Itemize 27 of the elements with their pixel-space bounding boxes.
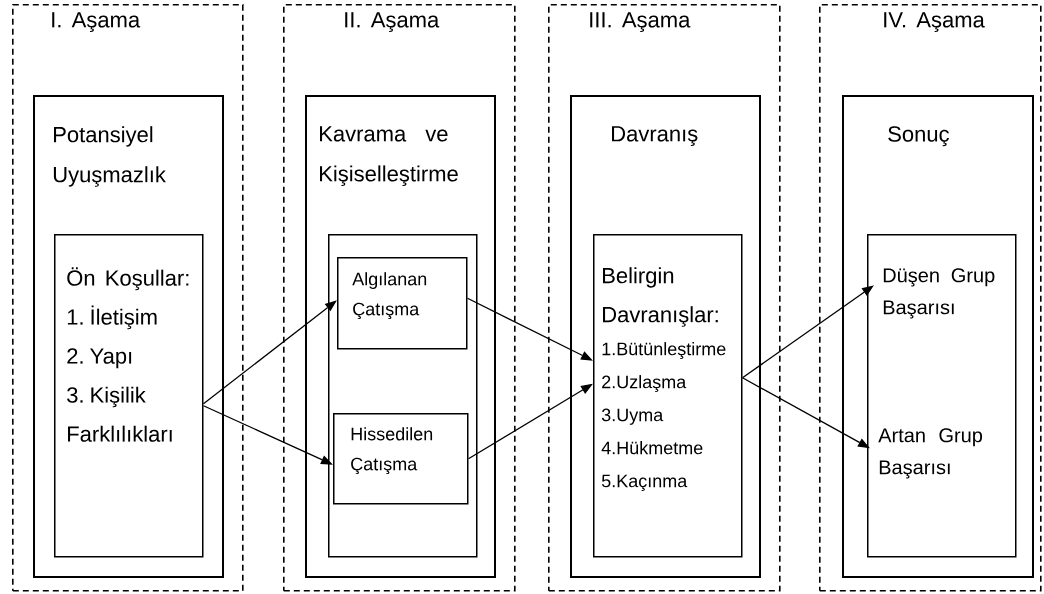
inner-box bbox=[328, 234, 478, 558]
conflict-label: Hissedilen Çatışma bbox=[351, 427, 433, 475]
list-text: 5.Kaçınma bbox=[601, 474, 688, 491]
outcome-label: Artan Grup Başarısı bbox=[878, 428, 983, 479]
list-heading: Belirgin Davranışlar: bbox=[603, 267, 718, 327]
box-heading: Davranış bbox=[612, 126, 698, 146]
inner-box bbox=[867, 234, 1017, 558]
stage-title: II. Aşama bbox=[345, 12, 440, 32]
arrow bbox=[741, 377, 870, 449]
arrow bbox=[741, 285, 874, 379]
list-heading: Ön Koşullar: bbox=[67, 267, 189, 291]
outcome-label: Düşen Grup Başarısı bbox=[883, 268, 995, 319]
conflict-label: Algılanan Çatışma bbox=[352, 272, 427, 320]
list-text: 4.Hükmetme bbox=[601, 441, 703, 455]
box-heading: Kavrama ve Kişiselleştirme bbox=[320, 126, 458, 186]
stage-title: IV. Aşama bbox=[884, 12, 985, 32]
list-text: 3. Kişilik Farklılıkları bbox=[67, 386, 172, 442]
list-text: 2.Uzlaşma bbox=[602, 375, 687, 392]
list-text: 1. İletişim bbox=[67, 305, 157, 330]
list-text: 3.Uyma bbox=[601, 408, 664, 425]
stage-title: I. Aşama bbox=[52, 12, 141, 32]
stage-title: III. Aşama bbox=[590, 12, 691, 32]
box-heading: Sonuç bbox=[888, 126, 949, 147]
box-heading: Potansiyel Uyuşmazlık bbox=[53, 126, 166, 187]
list-text: 2. Yapı bbox=[67, 348, 132, 369]
arrow bbox=[202, 300, 337, 405]
list-text: 1.Bütünleştirme bbox=[602, 342, 726, 359]
